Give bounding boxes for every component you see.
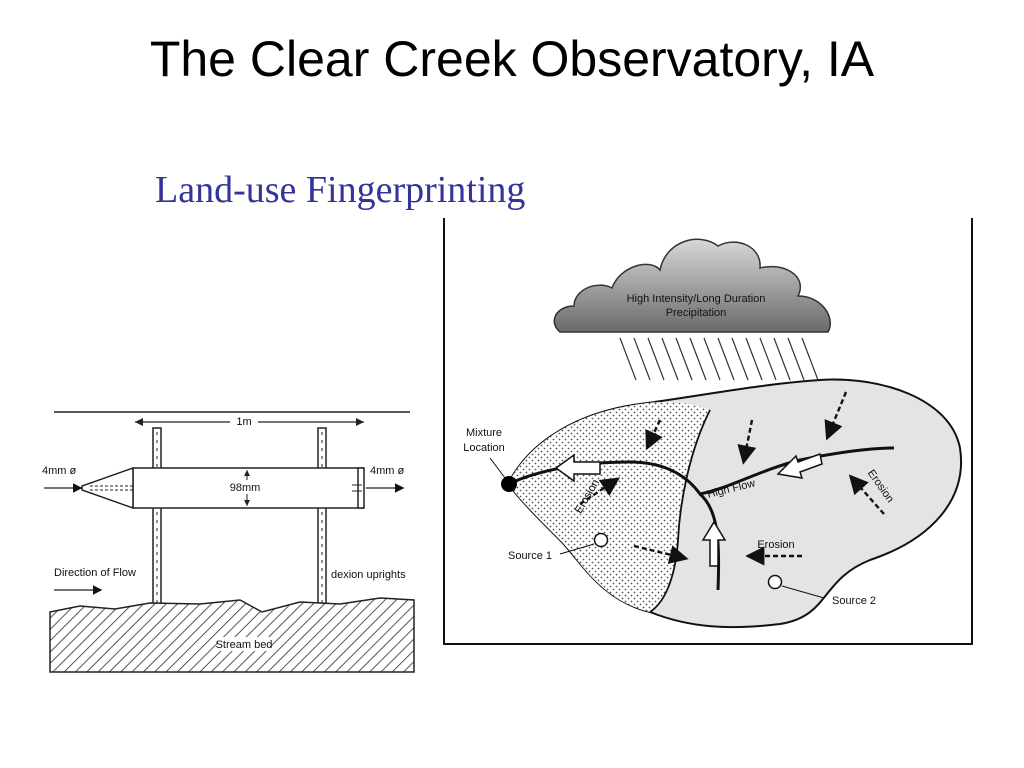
flow-arrows (554, 452, 823, 567)
rain-streaks (619, 337, 819, 381)
source-2-marker (767, 574, 783, 590)
source-2-label: Source 2 (832, 595, 876, 607)
inlet-label: 4mm ø (42, 465, 77, 477)
cloud-label-line1: High Intensity/Long Duration (627, 293, 766, 305)
stream-bed (49, 597, 415, 673)
slide-title: The Clear Creek Observatory, IA (149, 31, 875, 87)
mixture-leader (489, 457, 506, 479)
span-label: 1m (236, 416, 251, 428)
mixture-label-line2: Location (463, 442, 505, 454)
rain-cloud (553, 238, 831, 333)
tube-diameter-label: 98mm (230, 482, 261, 494)
uprights-label: dexion uprights (331, 569, 406, 581)
subcatchment-divide (649, 409, 711, 613)
erosion-bottom-label: Erosion (757, 539, 794, 551)
cloud-label-line2: Precipitation (666, 307, 727, 319)
source-1-marker (593, 532, 609, 548)
source-1-leader (559, 543, 595, 555)
source-1-label: Source 1 (508, 550, 552, 562)
stream-bed-label: Stream bed (216, 639, 273, 651)
mixture-location-point (501, 476, 517, 492)
diagram-frame (443, 218, 973, 645)
source-1-area (508, 402, 710, 612)
flow-direction-label: Direction of Flow (54, 567, 136, 579)
outlet-label: 4mm ø (370, 465, 405, 477)
erosion-arrows (579, 391, 885, 566)
source-2-leader (781, 585, 825, 599)
slide-subtitle: Land-use Fingerprinting (155, 169, 526, 211)
mixture-label-line1: Mixture (466, 427, 502, 439)
